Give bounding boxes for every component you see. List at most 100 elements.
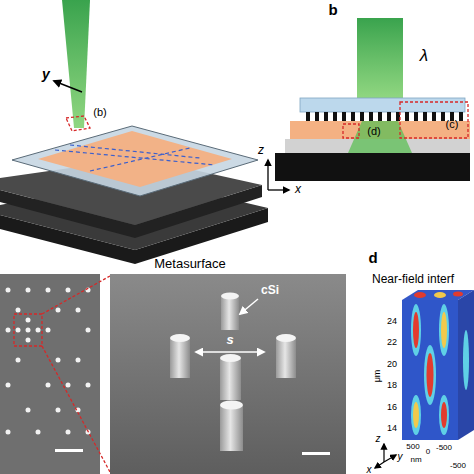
field-map xyxy=(434,292,446,298)
cross-section xyxy=(306,112,463,121)
sem-zoom xyxy=(302,452,330,455)
field-map xyxy=(375,462,384,468)
stage-illustration xyxy=(38,131,232,187)
cross-section xyxy=(387,112,391,121)
cross-section xyxy=(432,112,436,121)
sem-overview xyxy=(46,288,51,293)
sem-overview xyxy=(26,328,31,333)
cross-section xyxy=(315,112,319,121)
sem-overview xyxy=(42,346,110,472)
sem-overview xyxy=(16,308,21,313)
tick-label: 16 xyxy=(387,403,397,413)
sem-overview xyxy=(26,338,31,343)
panel-reference: (b) xyxy=(93,106,106,118)
sem-overview xyxy=(76,358,81,363)
panel-reference: (c) xyxy=(446,118,459,130)
sem-overview xyxy=(76,308,81,313)
cross-section xyxy=(400,102,468,138)
sem-overview xyxy=(42,276,110,314)
axis-label: x xyxy=(367,464,372,474)
sem-overview xyxy=(36,430,41,435)
cross-section xyxy=(405,112,409,121)
sem-overview xyxy=(16,358,21,363)
cross-section xyxy=(369,112,373,121)
field-map xyxy=(411,304,421,356)
tick-label: -500 xyxy=(436,444,452,453)
sem-overview xyxy=(86,383,91,388)
cross-section xyxy=(378,112,382,121)
sem-overview xyxy=(6,383,11,388)
sem-zoom xyxy=(221,293,239,300)
sem-overview xyxy=(26,318,31,323)
material-label: cSi xyxy=(261,284,279,297)
field-map xyxy=(384,455,396,462)
sem-zoom xyxy=(276,338,296,378)
field-map xyxy=(458,290,474,440)
sem-zoom xyxy=(170,334,190,342)
cross-section xyxy=(275,153,470,181)
sem-zoom xyxy=(220,401,243,410)
field-map xyxy=(427,353,434,397)
stage-illustration xyxy=(0,0,268,264)
field-map xyxy=(424,345,436,405)
sem-overview xyxy=(6,288,11,293)
field-map xyxy=(375,290,474,468)
sem-zoom xyxy=(170,293,296,452)
field-map xyxy=(439,304,449,356)
sem-overview xyxy=(6,430,11,435)
sem-zoom xyxy=(220,405,243,451)
sem-overview xyxy=(36,328,41,333)
tick-label: 500 xyxy=(406,443,419,452)
cross-section xyxy=(459,112,463,121)
cross-section xyxy=(306,112,310,121)
sem-overview xyxy=(0,274,110,474)
sem-overview xyxy=(0,274,100,474)
sem-overview xyxy=(86,328,91,333)
tick-label: 20 xyxy=(387,360,397,370)
sem-overview xyxy=(55,449,83,452)
stage-illustration xyxy=(90,148,190,171)
axis-label: y xyxy=(398,451,403,462)
field-map xyxy=(441,402,447,428)
cross-section xyxy=(414,112,418,121)
sem-overview xyxy=(26,288,31,293)
cross-section xyxy=(441,112,445,121)
stage-illustration xyxy=(54,81,82,92)
field-map xyxy=(413,312,419,348)
cross-section xyxy=(300,98,465,112)
sem-overview xyxy=(14,314,42,346)
cross-section xyxy=(423,112,427,121)
sem-overview xyxy=(66,383,71,388)
panel-letter: b xyxy=(328,2,337,19)
sem-zoom xyxy=(276,334,296,342)
axis-label: y xyxy=(42,67,50,82)
sem-overview xyxy=(46,383,51,388)
panel-reference: (d) xyxy=(367,125,380,137)
field-map xyxy=(463,330,469,390)
field-map xyxy=(441,312,447,348)
sem-overview xyxy=(66,430,71,435)
cross-section xyxy=(348,121,412,153)
cross-section xyxy=(351,112,355,121)
cross-section xyxy=(268,189,289,190)
sem-zoom xyxy=(170,338,190,378)
stage-illustration xyxy=(62,0,90,128)
sem-overview xyxy=(16,328,21,333)
axis-unit: nm xyxy=(410,456,421,465)
sem-overview xyxy=(26,408,31,413)
sem-overview xyxy=(56,308,61,313)
tick-label: 0 xyxy=(426,448,430,457)
panel-title: Metasurface xyxy=(154,257,226,271)
cross-section xyxy=(324,112,328,121)
tick-label: 18 xyxy=(387,381,397,391)
sem-overview xyxy=(46,328,51,333)
tick-label: 24 xyxy=(387,317,397,327)
field-map xyxy=(439,395,449,435)
sem-overview xyxy=(56,408,61,413)
sem-zoom xyxy=(220,358,241,400)
panel-letter: d xyxy=(368,250,377,267)
wavelength-symbol: λ xyxy=(420,47,428,66)
cross-section xyxy=(342,112,346,121)
